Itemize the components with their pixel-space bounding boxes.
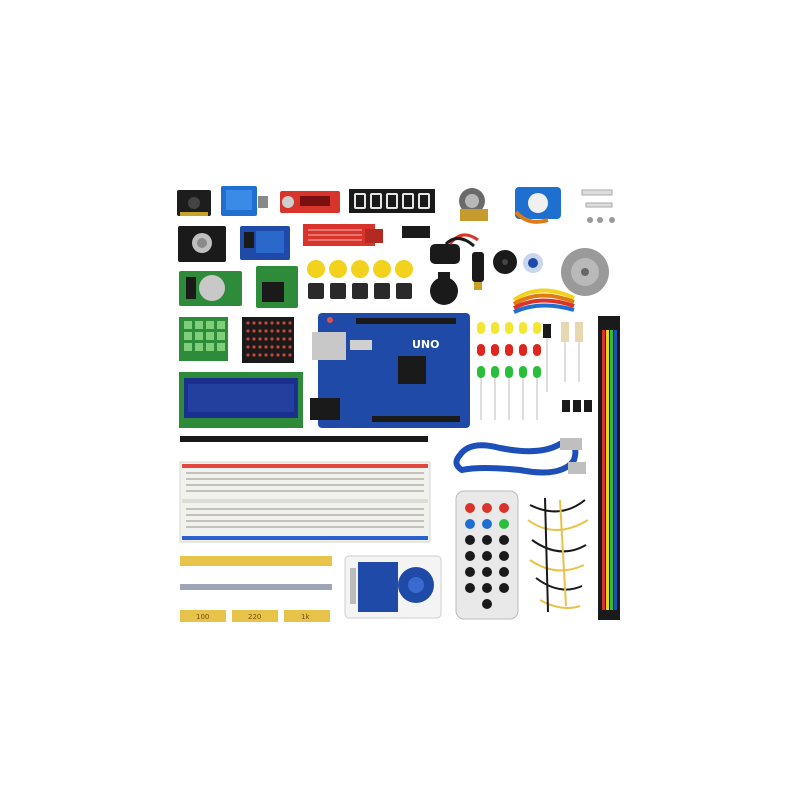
servo-motor (514, 187, 561, 224)
relay-module (240, 226, 290, 260)
lcd-1602-display (179, 372, 303, 428)
ir-remote-control (455, 490, 519, 620)
resistor-strips: 100 220 1k (180, 556, 332, 622)
joystick-cap (430, 272, 458, 305)
dc-power-jack (472, 252, 484, 290)
resistor-label-3: 1k (301, 613, 310, 621)
ic-chip (402, 226, 430, 238)
board-label: UNO (412, 338, 440, 351)
water-level-sensor (303, 224, 383, 246)
usb-cable (453, 438, 586, 476)
sound-sensor-module (280, 191, 340, 213)
battery-snap-connector (430, 233, 479, 264)
arduino-uno-board: UNO (310, 313, 470, 428)
pin-header-strip (180, 436, 428, 442)
temperature-humidity-module (256, 266, 298, 308)
gas-sensor-module (178, 226, 226, 262)
stepper-wires (512, 288, 575, 314)
rtc-clock-module (179, 271, 242, 306)
infrared-receiver (523, 253, 543, 273)
jumper-wires (527, 497, 589, 613)
potentiometer (459, 188, 488, 221)
breadboard (179, 461, 431, 543)
buzzer (493, 250, 517, 274)
tactile-buttons-yellow (307, 260, 413, 299)
stepper-motor (561, 248, 609, 296)
resistor-and-sensor-leads (543, 322, 592, 412)
resistor-label-1: 100 (196, 613, 209, 621)
keypad-matrix-module (179, 317, 228, 361)
seven-segment-display (349, 189, 435, 213)
led-dot-matrix (242, 317, 294, 363)
relay-module-small (221, 186, 268, 216)
resistor-label-2: 220 (248, 613, 261, 621)
ribbon-cable (598, 316, 620, 620)
rfid-module (344, 555, 442, 619)
servo-horns (581, 189, 615, 223)
joystick-module (177, 190, 211, 216)
led-assortment (477, 322, 541, 420)
